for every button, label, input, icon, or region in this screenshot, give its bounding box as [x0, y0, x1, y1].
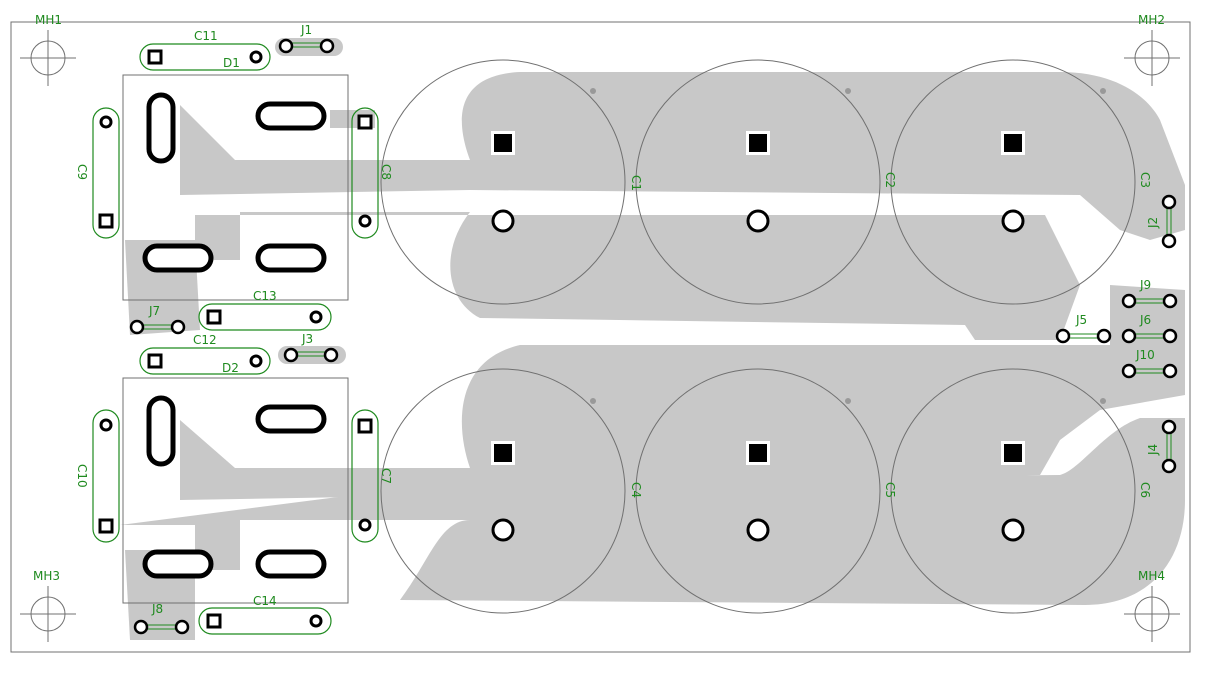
cap-square-pads: [491, 131, 1025, 465]
cap-outline-c5: [635, 368, 881, 614]
bridge-pad-d2-top-right: [255, 404, 327, 434]
label-c1: C1: [629, 175, 643, 191]
label-c12: C12: [193, 333, 217, 347]
outline-c10: [92, 409, 120, 543]
label-j2: J2: [1146, 217, 1160, 229]
jumper-j1: [278, 38, 335, 54]
bridge-outlines: [122, 74, 349, 604]
polarity-dot: [1100, 88, 1106, 94]
jumper-j5: [1055, 328, 1112, 344]
bridge-pad-d2-bottom-right: [255, 549, 327, 579]
bridge-pad-d1-top-right: [255, 101, 327, 131]
copper-bottom-lower: [120, 418, 1185, 605]
copper-top-lower: [180, 345, 1185, 500]
label-j1: J1: [300, 23, 312, 37]
label-mh4: MH4: [1138, 569, 1165, 583]
jumper-j10: [1121, 363, 1178, 379]
jumper-j4: [1161, 419, 1177, 474]
silkscreen-labels: MH1 MH2 MH3 MH4 C11 D1 J1 C13 J7 C12 D2 …: [33, 13, 1165, 616]
mounting-hole-mh4: [1124, 586, 1180, 642]
polarity-dot: [845, 398, 851, 404]
outline-c13: [198, 303, 332, 331]
bridge-pads: [142, 92, 327, 579]
outline-c7: [351, 409, 379, 543]
polarity-dot: [845, 88, 851, 94]
cap-outline-c1: [380, 59, 626, 305]
label-c5: C5: [883, 482, 897, 498]
label-mh2: MH2: [1138, 13, 1165, 27]
mounting-hole-mh2: [1124, 30, 1180, 86]
jumper-j8: [133, 619, 190, 635]
bridge-pad-d1-vertical: [146, 92, 176, 164]
cap-outline-c3: [890, 59, 1136, 305]
outline-c9: [92, 107, 120, 239]
cap-round-pads: [491, 209, 1025, 542]
label-mh3: MH3: [33, 569, 60, 583]
label-j8: J8: [151, 602, 163, 616]
mounting-hole-mh1: [20, 30, 76, 86]
outline-c11: [139, 43, 271, 71]
outline-c14: [198, 607, 332, 635]
large-capacitors: [380, 59, 1136, 614]
copper-bottom-upper: [120, 212, 1080, 340]
label-c9: C9: [75, 164, 89, 180]
label-c3: C3: [1138, 172, 1152, 188]
label-c14: C14: [253, 594, 277, 608]
outline-c12: [139, 347, 271, 375]
label-j6: J6: [1139, 313, 1151, 327]
label-j4: J4: [1146, 444, 1160, 456]
label-c10: C10: [75, 464, 89, 488]
label-c8: C8: [379, 164, 393, 180]
label-c4: C4: [629, 482, 643, 498]
cap-outline-c4: [380, 368, 626, 614]
bridge-pad-d2-bottom-left: [142, 549, 214, 579]
label-c2: C2: [883, 172, 897, 188]
label-j5: J5: [1075, 313, 1087, 327]
jumper-j2: [1161, 194, 1177, 249]
label-j10: J10: [1135, 348, 1155, 362]
label-j9: J9: [1139, 278, 1151, 292]
jumper-j9: [1121, 293, 1178, 309]
bridge-pad-d2-vertical: [146, 395, 176, 467]
polarity-dot: [590, 88, 596, 94]
cap-outline-c2: [635, 59, 881, 305]
polarity-dot: [590, 398, 596, 404]
bridge-pad-d1-bottom-left: [142, 243, 214, 273]
small-cap-outlines: [92, 43, 379, 635]
outline-c8: [351, 107, 379, 239]
jumper-j6: [1121, 328, 1178, 344]
bridge-pad-d1-bottom-right: [255, 243, 327, 273]
label-mh1: MH1: [35, 13, 62, 27]
label-j7: J7: [148, 304, 160, 318]
jumper-j7: [129, 319, 186, 335]
small-cap-pads: [98, 49, 373, 629]
label-j3: J3: [301, 332, 313, 346]
polarity-dot: [1100, 398, 1106, 404]
copper-top-upper: [180, 72, 1185, 240]
mounting-hole-mh3: [20, 586, 76, 642]
label-c11: C11: [194, 29, 218, 43]
jumper-j3: [283, 347, 339, 363]
label-c13: C13: [253, 289, 277, 303]
label-c6: C6: [1138, 482, 1152, 498]
label-d1: D1: [223, 56, 240, 70]
bridge-outline-d2: [122, 377, 349, 604]
cap-outline-c6: [890, 368, 1136, 614]
jumpers: [129, 38, 1178, 635]
label-d2: D2: [222, 361, 239, 375]
mounting-holes: [20, 30, 1180, 642]
label-c7: C7: [379, 468, 393, 484]
bridge-outline-d1: [122, 74, 349, 301]
